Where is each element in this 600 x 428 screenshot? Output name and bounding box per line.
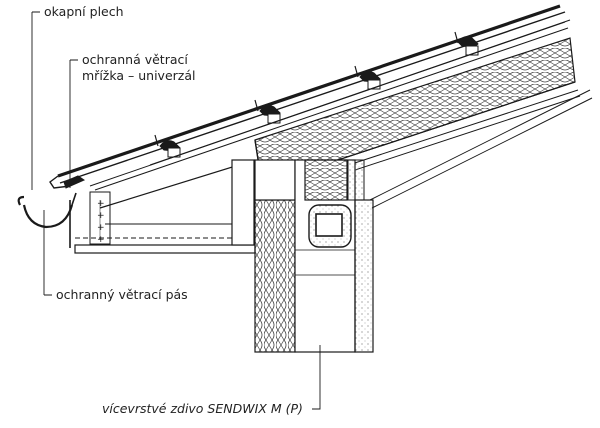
svg-text:+: +: [97, 235, 105, 245]
grille-label-line1: ochranná větrací: [82, 52, 188, 67]
svg-text:+: +: [97, 223, 105, 233]
timber-post: [231, 159, 255, 246]
roof-tiles: [49, 4, 566, 189]
fastener-markers: ++++ ++++: [97, 175, 244, 245]
masonry-leader: [312, 345, 321, 410]
svg-text:+: +: [97, 211, 105, 221]
grille-label-line2: mřížka – univerzál: [82, 68, 196, 83]
wall-plate: [304, 159, 365, 248]
grille-leader: [69, 59, 78, 188]
counter-batten-layer: [89, 19, 571, 191]
vent-strip-label: ochranný větrací pás: [56, 287, 188, 302]
ceiling-lining: [369, 89, 593, 209]
drip-edge-leader: [31, 11, 40, 190]
masonry-label: vícevrstvé zdivo SENDWIX M (P): [102, 401, 303, 416]
leader-lines: [31, 11, 321, 410]
gutter: [17, 192, 77, 229]
drip-edge-label: okapní plech: [44, 4, 124, 19]
vent-strip-leader: [43, 210, 52, 296]
svg-text:+: +: [97, 199, 105, 209]
